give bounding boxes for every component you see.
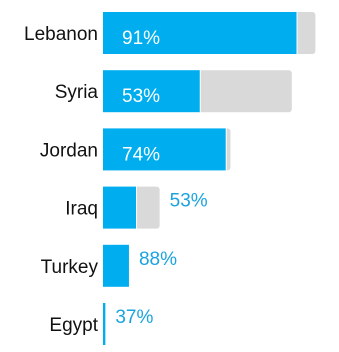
value-label: 88%	[139, 249, 177, 270]
value-label: 91%	[122, 28, 160, 49]
value-label-group: 91% 53% 74% 53% 88% 37%	[115, 28, 207, 328]
category-label: Iraq	[65, 199, 98, 220]
value-label: 74%	[122, 144, 160, 165]
bar-syria	[103, 70, 200, 113]
category-label: Turkey	[41, 257, 99, 278]
track-group	[103, 12, 316, 345]
category-label: Egypt	[49, 315, 98, 336]
bar-iraq	[103, 186, 137, 229]
value-label: 53%	[122, 86, 160, 107]
value-label: 37%	[115, 307, 153, 328]
category-label: Syria	[55, 82, 99, 103]
value-label: 53%	[170, 191, 208, 212]
bar-group	[102, 11, 298, 346]
bar-egypt	[103, 303, 106, 345]
category-label: Jordan	[40, 140, 98, 161]
bar-jordan	[103, 128, 226, 171]
bar-lebanon	[103, 12, 297, 54]
bar-turkey	[103, 244, 129, 287]
category-label: Lebanon	[24, 24, 98, 45]
